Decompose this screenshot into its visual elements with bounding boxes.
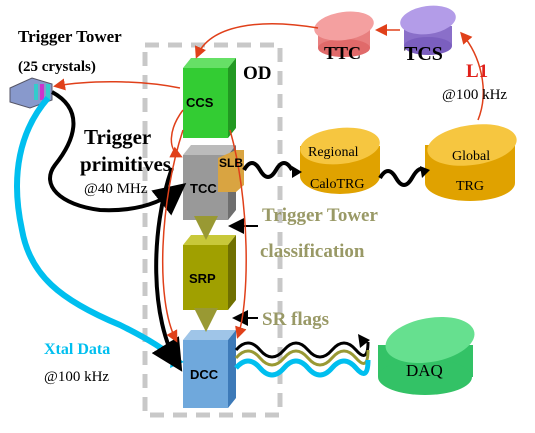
ttc-label: TTC: [324, 43, 362, 63]
l1-label: L1: [466, 61, 489, 82]
regional-calotrg-cylinder: [300, 127, 380, 194]
trigger-tower-label: Trigger Tower: [18, 27, 122, 46]
ccs-to-tcc-arrow: [169, 109, 184, 158]
tt-classification-label-line1: Trigger Tower: [262, 205, 378, 226]
xtal-data-label: Xtal Data: [44, 341, 111, 358]
sr-flags-label: SR flags: [262, 309, 330, 330]
ccs-to-tower-arrow: [53, 78, 181, 91]
trigger-primitives-rate-label: @40 MHz: [84, 181, 148, 197]
xtal-rate-label: @100 kHz: [44, 369, 110, 385]
dcc-block: [183, 330, 236, 408]
slb-label: SLB: [219, 156, 243, 170]
regional-to-global-wave: [378, 167, 426, 187]
regional-calotrg-label-line1: Regional: [308, 145, 359, 160]
trigger-primitives-label-line1: Trigger: [84, 125, 152, 149]
global-trg-cylinder: [425, 124, 517, 201]
crystals-label: (25 crystals): [18, 59, 96, 75]
xtal-data-path: [14, 96, 180, 363]
ttc-cylinder: [314, 11, 374, 57]
crystal-bundle-icon: [9, 77, 53, 109]
ccs-to-dcc-arrow: [162, 129, 184, 343]
dcc-output-wave-olive: [234, 349, 370, 367]
tcc-to-dcc-path: [151, 167, 183, 372]
dcc-label: DCC: [190, 367, 219, 382]
global-trg-label-line2: TRG: [456, 179, 484, 194]
global-to-tcs-arrow: [460, 31, 484, 121]
l1-rate-label: @100 kHz: [442, 87, 508, 103]
trigger-primitive-path: [48, 90, 187, 216]
daq-label: DAQ: [406, 361, 443, 380]
global-trg-label-line1: Global: [452, 149, 491, 164]
regional-calotrg-label-line2: CaloTRG: [310, 177, 365, 192]
ccs-to-dcc-right-arrow: [229, 129, 247, 339]
ccs-block: [183, 58, 236, 138]
ccs-label: CCS: [186, 95, 214, 110]
tt-classification-label-line2: classification: [260, 241, 365, 262]
tcc-block: [183, 145, 244, 220]
srp-label: SRP: [189, 271, 216, 286]
tcs-cylinder: [400, 5, 456, 55]
ttc-to-ccs-arrow: [194, 23, 319, 59]
daq-cylinder: [378, 316, 475, 395]
trigger-primitives-label-line2: primitives: [80, 152, 171, 176]
dcc-output-wave-black: [234, 341, 370, 359]
od-label: OD: [243, 63, 272, 84]
tcc-label: TCC: [190, 181, 217, 196]
tcc-to-regional-wave: [242, 161, 294, 179]
dcc-output-wave-cyan: [234, 358, 371, 378]
tcs-label: TCS: [404, 43, 443, 65]
